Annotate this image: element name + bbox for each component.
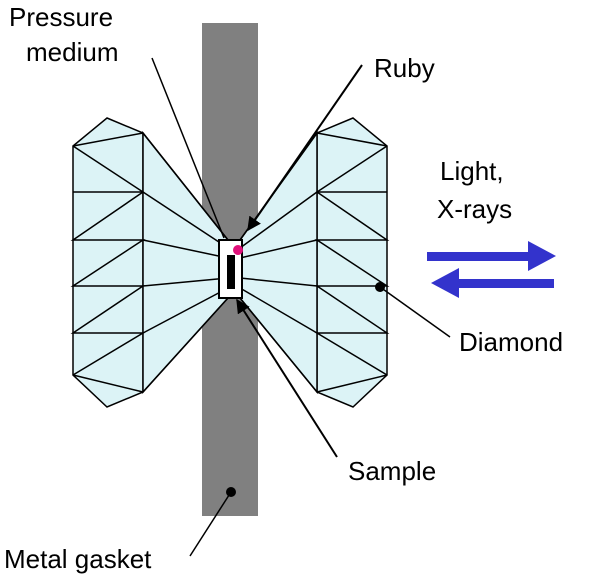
- label-diamond: Diamond: [459, 327, 563, 357]
- ruby-leader: [247, 64, 363, 232]
- diamond-leader: [379, 286, 451, 338]
- gasket-leader: [189, 491, 232, 557]
- sample-leader: [236, 298, 338, 458]
- ruby: [233, 245, 243, 255]
- arrow-right-icon: [427, 241, 556, 271]
- sample: [227, 255, 235, 289]
- label-light: Light,: [440, 156, 504, 186]
- label-medium: medium: [26, 37, 118, 67]
- right-diamond: [239, 117, 390, 408]
- label-xrays: X-rays: [437, 194, 512, 224]
- arrow-left-icon: [431, 268, 554, 298]
- label-sample: Sample: [348, 456, 436, 486]
- left-diamond: [70, 117, 229, 408]
- pressure-medium-leader: [151, 57, 225, 239]
- label-pressure: Pressure: [9, 2, 113, 32]
- label-metal-gasket: Metal gasket: [4, 544, 152, 574]
- label-ruby: Ruby: [374, 53, 435, 83]
